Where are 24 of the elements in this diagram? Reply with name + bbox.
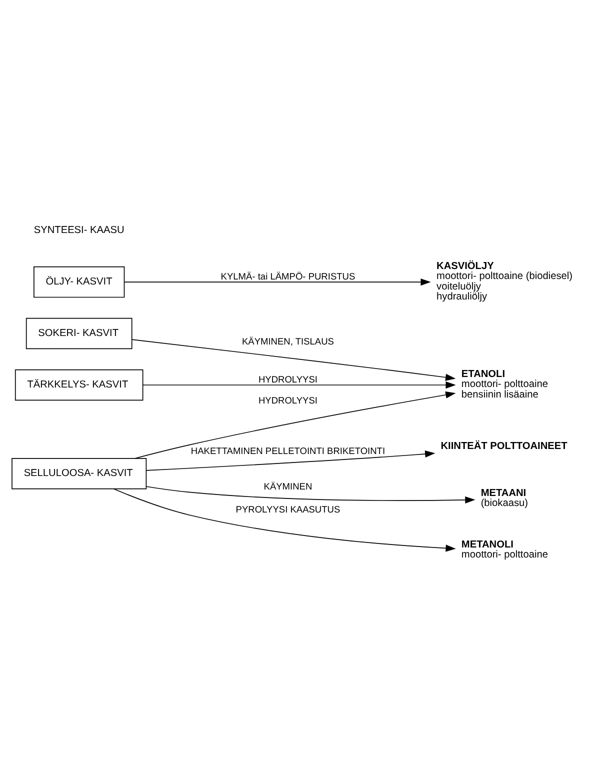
- node-text: METANOLI moottori- polttoaine: [461, 539, 548, 560]
- arrow: [146, 486, 476, 503]
- arrow: [142, 380, 456, 388]
- node-box: SOKERI- KASVIT: [26, 317, 132, 349]
- label: SYNTEESI- KAASU: [34, 224, 124, 236]
- arrow: [113, 488, 456, 552]
- edge-label: HYDROLYYSI: [258, 374, 318, 384]
- edge-label: HAKETTAMINEN PELLETOINTI BRIKETOINTI: [190, 446, 386, 456]
- node-box: ÖLJY- KASVIT: [34, 266, 125, 298]
- arrow: [134, 390, 456, 458]
- arrow: [146, 450, 436, 470]
- edge-label: PYROLYYSI KAASUTUS: [236, 504, 340, 514]
- node-text: KASVIÖLJY moottori- polttoaine (biodiesel) voiteluöljy hydrauliöljy: [436, 260, 573, 302]
- edge-label: KÄYMINEN: [264, 481, 312, 491]
- node-text: ETANOLI moottori- polttoaine bensiinin lisäaine: [461, 368, 548, 400]
- edge-label: KYLMÄ- tai LÄMPÖ- PURISTUS: [220, 270, 356, 281]
- node-text: KIINTEÄT POLTTOAINEET: [440, 440, 568, 452]
- node-box: SELLULOOSA- KASVIT: [12, 458, 147, 489]
- node-text: METAANI (biokaasu): [480, 488, 528, 509]
- edge-label: KÄYMINEN, TISLAUS: [242, 336, 334, 346]
- node-box: TÄRKKELYS- KASVIT: [14, 368, 144, 400]
- arrow: [132, 338, 456, 380]
- arrow: [124, 278, 431, 286]
- edge-label: HYDROLYYSI: [258, 394, 318, 405]
